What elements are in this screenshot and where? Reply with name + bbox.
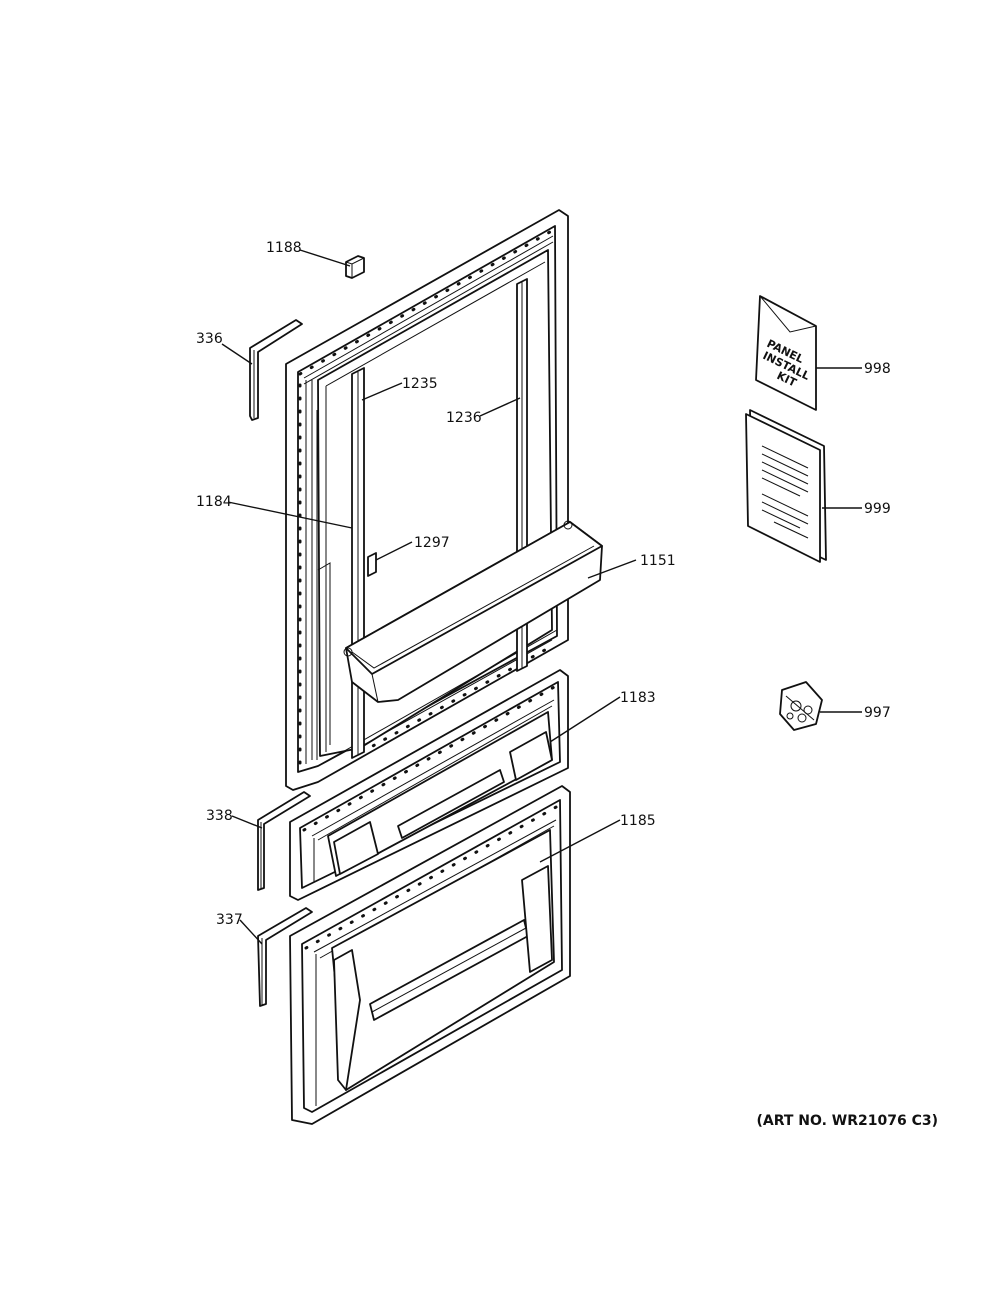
callout-1235: 1235	[402, 376, 438, 392]
trim-piece-337	[257, 907, 313, 1007]
callout-labels: 1188 336 1235 1236 1184 1297 1151 1183 3…	[196, 240, 891, 928]
drawer-front-1185	[289, 785, 571, 1125]
callout-1183: 1183	[620, 690, 656, 706]
panel-install-kit-sheet: PANEL INSTALL KIT	[755, 295, 817, 411]
clip-1297	[367, 552, 377, 577]
door-bin-1151	[343, 520, 603, 703]
callout-1185: 1185	[620, 813, 656, 829]
callout-998: 998	[864, 361, 891, 377]
callout-1188: 1188	[266, 240, 302, 256]
trim-rail-1235	[351, 367, 365, 759]
callout-1297: 1297	[414, 535, 450, 551]
trim-piece-336	[249, 319, 303, 421]
hinge-block-1188	[345, 255, 365, 279]
callout-1151: 1151	[640, 553, 676, 569]
callout-997: 997	[864, 705, 891, 721]
manual-text-lines	[761, 445, 809, 539]
inner-rail-1184	[316, 410, 331, 760]
art-number: (ART NO. WR21076 C3)	[756, 1113, 938, 1129]
callout-336: 336	[196, 331, 223, 347]
callout-338: 338	[206, 808, 233, 824]
callout-999: 999	[864, 501, 891, 517]
drawer-front-1183	[289, 669, 569, 901]
leader-lines	[221, 249, 862, 945]
hardware-bag	[779, 681, 823, 731]
callout-337: 337	[216, 912, 243, 928]
callout-1236: 1236	[446, 410, 482, 426]
trim-piece-338	[257, 791, 311, 891]
owners-manual	[745, 409, 827, 563]
callout-1184: 1184	[196, 494, 232, 510]
